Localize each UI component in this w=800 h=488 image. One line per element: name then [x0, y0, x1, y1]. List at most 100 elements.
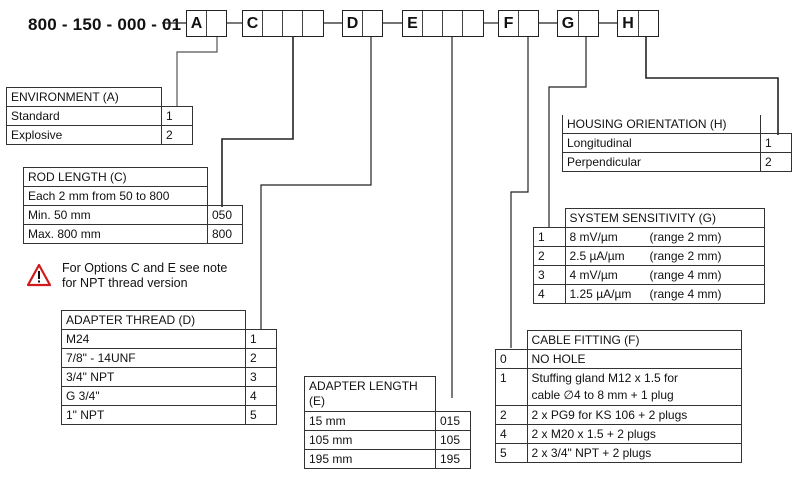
code-letter-g: G — [558, 11, 579, 36]
cable-fitting-title: CABLE FITTING (F) — [526, 330, 742, 350]
table-row[interactable]: Explosive 2 — [6, 125, 193, 145]
table-row[interactable]: 2 2.5 µA/µm (range 2 mm) — [533, 246, 765, 266]
table-row[interactable]: 105 mm 105 — [304, 430, 471, 450]
option-code: 4 — [495, 424, 528, 444]
table-row[interactable]: Longitudinal 1 — [562, 133, 792, 153]
housing-orientation-title: HOUSING ORIENTATION (H) — [562, 115, 761, 134]
option-label: 1" NPT — [61, 405, 246, 425]
adapter-length-title-line-2: (E) — [309, 394, 325, 408]
option-label: 2 x 3/4" NPT + 2 plugs — [526, 443, 742, 463]
code-slot-e-1[interactable] — [423, 11, 443, 36]
table-row[interactable]: 4 2 x M20 x 1.5 + 2 plugs — [495, 424, 742, 444]
option-label: 105 mm — [304, 430, 436, 450]
option-code: 2 — [533, 246, 566, 266]
code-slot-d[interactable] — [363, 11, 383, 36]
option-code: 1 — [495, 368, 528, 406]
option-label-line-1: Stuffing gland M12 x 1.5 for — [531, 371, 679, 385]
code-letter-a: A — [187, 11, 207, 36]
option-label-line-2: cable ∅4 to 8 mm + 1 plug — [531, 388, 674, 402]
table-row[interactable]: Max. 800 mm 800 — [23, 224, 243, 244]
table-row[interactable]: 0 NO HOLE — [495, 349, 742, 369]
option-label: NO HOLE — [526, 349, 742, 369]
adapter-length-table: ADAPTER LENGTH (E) 15 mm 015 105 mm 105 … — [304, 376, 471, 469]
environment-table: ENVIRONMENT (A) Standard 1 Explosive 2 — [6, 87, 193, 145]
table-row[interactable]: 2 2 x PG9 for KS 106 + 2 plugs — [495, 405, 742, 425]
code-slot-c-3[interactable] — [303, 11, 323, 36]
cable-fitting-table: CABLE FITTING (F) 0 NO HOLE 1 Stuffing g… — [495, 330, 742, 463]
option-label: Min. 50 mm — [23, 205, 208, 225]
connector-d — [260, 37, 372, 330]
table-row[interactable]: G 3/4" 4 — [61, 386, 277, 406]
code-slot-h[interactable] — [639, 11, 659, 36]
table-row[interactable]: 15 mm 015 — [304, 411, 471, 431]
adapter-length-title-line-1: ADAPTER LENGTH — [309, 379, 418, 393]
option-range: (range 2 mm) — [645, 227, 765, 247]
option-code: 4 — [245, 386, 277, 406]
environment-title: ENVIRONMENT (A) — [6, 87, 162, 107]
option-label: Explosive — [6, 125, 162, 145]
option-range: (range 4 mm) — [645, 284, 765, 304]
code-letter-f: F — [499, 11, 519, 36]
rod-length-title: ROD LENGTH (C) — [23, 167, 208, 187]
code-group-e: E — [402, 10, 484, 37]
table-row[interactable]: 1 8 mV/µm (range 2 mm) — [533, 227, 765, 247]
code-slot-g[interactable] — [579, 11, 599, 36]
table-row[interactable]: 195 mm 195 — [304, 449, 471, 469]
table-row[interactable]: M24 1 — [61, 329, 277, 349]
option-code: 2 — [495, 405, 528, 425]
housing-orientation-table: HOUSING ORIENTATION (H) Longitudinal 1 P… — [562, 115, 792, 172]
code-group-f: F — [498, 10, 539, 37]
code-letter-h: H — [618, 11, 639, 36]
option-code: 4 — [533, 284, 566, 304]
code-slot-c-2[interactable] — [283, 11, 303, 36]
code-group-a: A — [186, 10, 227, 37]
option-code: 1 — [533, 227, 566, 247]
table-row[interactable]: Standard 1 — [6, 106, 193, 126]
option-label: 7/8" - 14UNF — [61, 348, 246, 368]
npt-note: For Options C and E see note for NPT thr… — [62, 261, 227, 291]
option-label: Max. 800 mm — [23, 224, 208, 244]
code-group-c: C — [242, 10, 324, 37]
part-number-prefix: 800 - 150 - 000 - 01 — [28, 15, 182, 34]
option-code: 1 — [245, 329, 277, 349]
option-label: Stuffing gland M12 x 1.5 for cable ∅4 to… — [526, 368, 742, 406]
table-row[interactable]: 7/8" - 14UNF 2 — [61, 348, 277, 368]
option-code: 015 — [435, 411, 471, 431]
option-code: 2 — [161, 125, 193, 145]
code-slot-f[interactable] — [519, 11, 539, 36]
note-line-2: for NPT thread version — [62, 276, 188, 290]
option-code: 0 — [495, 349, 528, 369]
table-row[interactable]: 1 Stuffing gland M12 x 1.5 for cable ∅4 … — [495, 368, 742, 406]
table-row[interactable]: Min. 50 mm 050 — [23, 205, 243, 225]
code-letter-e: E — [403, 11, 423, 36]
option-label: Perpendicular — [562, 152, 761, 172]
table-row[interactable]: 3 4 mV/µm (range 4 mm) — [533, 265, 765, 285]
option-value: 1.25 µA/µm — [564, 284, 646, 304]
option-range: (range 2 mm) — [645, 246, 765, 266]
code-letter-d: D — [343, 11, 363, 36]
adapter-length-title: ADAPTER LENGTH (E) — [304, 376, 436, 412]
option-code: 3 — [533, 265, 566, 285]
system-sensitivity-table: SYSTEM SENSITIVITY (G) 1 8 mV/µm (range … — [533, 208, 765, 304]
connector-a — [176, 37, 218, 107]
option-code: 105 — [435, 430, 471, 450]
connector-f — [510, 37, 529, 348]
code-slot-e-2[interactable] — [443, 11, 463, 36]
table-row[interactable]: 4 1.25 µA/µm (range 4 mm) — [533, 284, 765, 304]
adapter-thread-table: ADAPTER THREAD (D) M24 1 7/8" - 14UNF 2 … — [61, 310, 277, 425]
option-label: 2 x PG9 for KS 106 + 2 plugs — [526, 405, 742, 425]
option-code: 3 — [245, 367, 277, 387]
code-slot-a[interactable] — [207, 11, 227, 36]
code-slot-e-3[interactable] — [463, 11, 483, 36]
table-row[interactable]: 5 2 x 3/4" NPT + 2 plugs — [495, 443, 742, 463]
option-label: Standard — [6, 106, 162, 126]
table-row[interactable]: 1" NPT 5 — [61, 405, 277, 425]
table-row[interactable]: Perpendicular 2 — [562, 152, 792, 172]
table-row[interactable]: 3/4" NPT 3 — [61, 367, 277, 387]
option-code: 5 — [245, 405, 277, 425]
connector-g — [548, 37, 587, 228]
rod-length-subtitle: Each 2 mm from 50 to 800 — [23, 186, 208, 206]
rod-length-table: ROD LENGTH (C) Each 2 mm from 50 to 800 … — [23, 167, 243, 244]
code-slot-c-1[interactable] — [263, 11, 283, 36]
